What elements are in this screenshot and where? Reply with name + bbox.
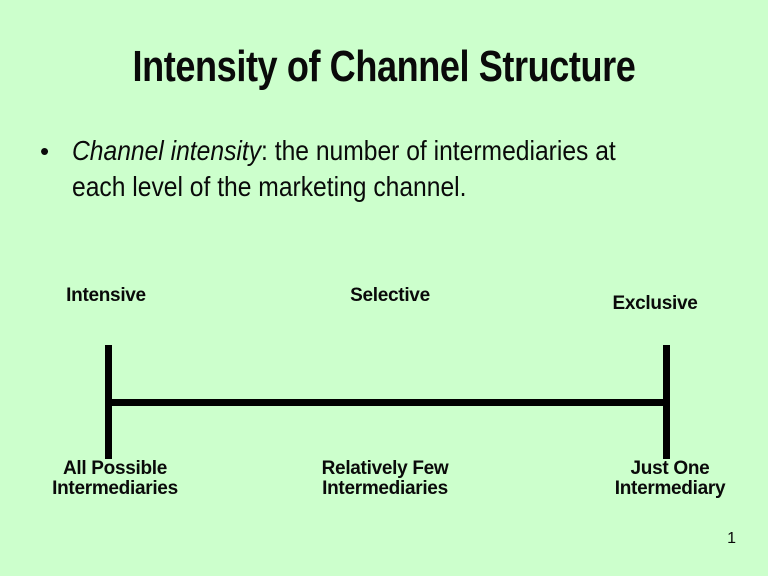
slide-title: Intensity of Channel Structure (132, 42, 636, 91)
spectrum-label-selective: Selective (350, 285, 430, 306)
sublabel-line1: Just One (630, 458, 710, 479)
page-number: 1 (727, 530, 736, 547)
bullet-marker: • (40, 136, 50, 166)
bullet-item: • Channel intensity: the number of inter… (40, 133, 768, 205)
right-endpoint-tick (663, 345, 670, 459)
sublabel-line2: Intermediaries (52, 478, 178, 499)
spectrum-label-exclusive: Exclusive (612, 293, 698, 314)
sublabel-line1: Relatively Few (321, 458, 449, 479)
bullet-term-italic: Channel intensity (72, 135, 262, 166)
bullet-rest: : the number of intermediaries at each l… (72, 135, 616, 202)
sublabel-line2: Intermediary (614, 478, 726, 499)
spectrum-sublabel-exclusive: Just One Intermediary (614, 458, 726, 499)
bullet-text: Channel intensity: the number of interme… (72, 133, 706, 205)
spectrum-sublabel-selective: Relatively Few Intermediaries (322, 459, 449, 499)
sublabel-line2: Intermediaries (322, 478, 448, 499)
spectrum-line (105, 399, 670, 406)
spectrum-sublabel-intensive: All Possible Intermediaries (52, 459, 178, 499)
spectrum-label-intensive: Intensive (66, 285, 146, 306)
sublabel-line1: All Possible (62, 458, 168, 479)
